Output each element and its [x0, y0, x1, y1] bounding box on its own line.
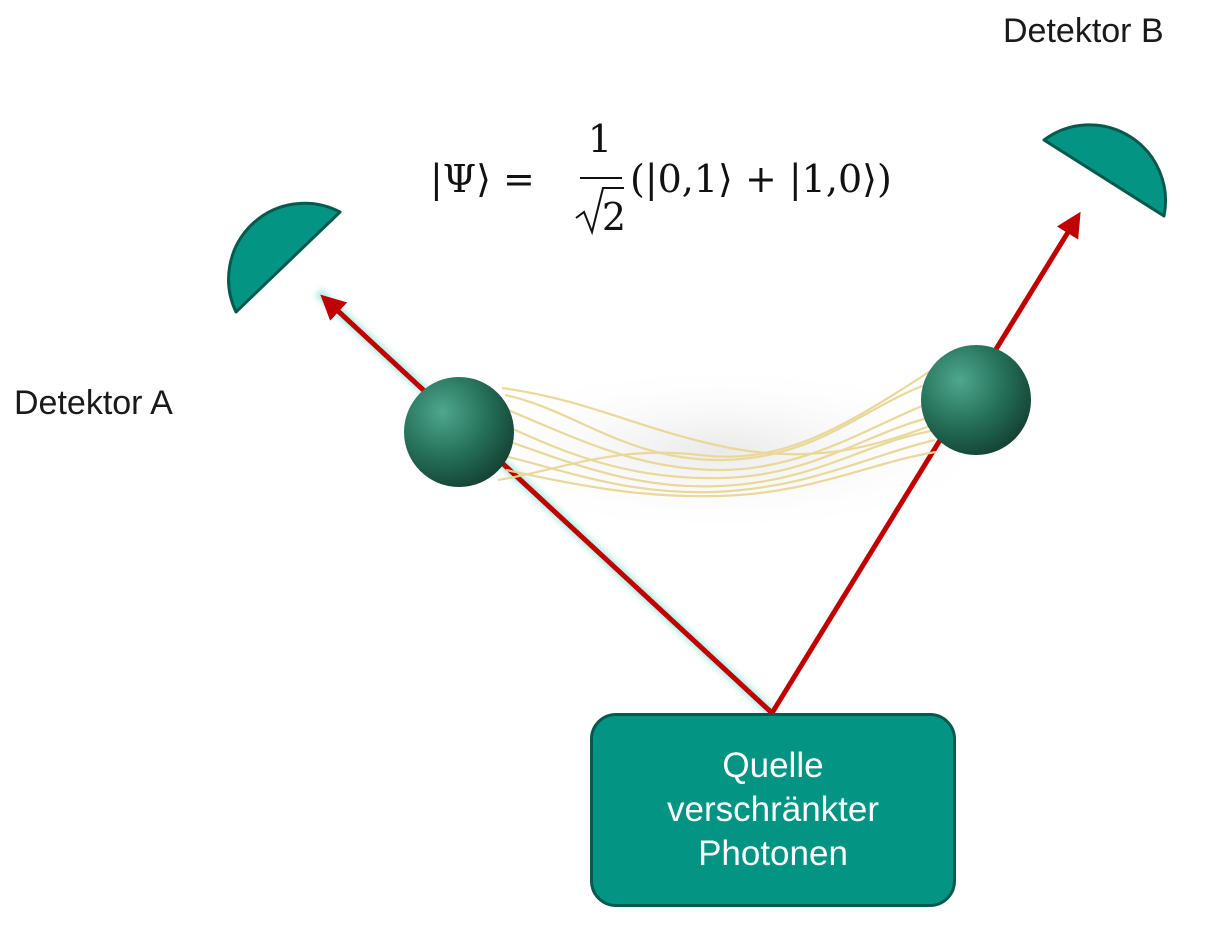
source-line-3: Photonen	[698, 834, 848, 873]
photon-a	[404, 377, 514, 487]
source-line-1: Quelle	[722, 746, 824, 785]
formula-rhs: (|0,1⟩ + |1,0⟩)	[630, 157, 892, 201]
beam-to-detector-b-arrow	[769, 211, 1081, 715]
source-line-2: verschränkter	[666, 790, 880, 829]
sqrt-sign	[575, 187, 624, 236]
formula-numerator: 1	[588, 117, 612, 161]
state-formula: |Ψ⟩ = 1 2 (|0,1⟩ + |1,0⟩)	[430, 117, 892, 239]
photon-b	[921, 345, 1031, 455]
entanglement-strings	[497, 369, 947, 498]
photon-source-box: Quelle verschränkter Photonen	[590, 713, 956, 907]
entanglement-haze	[430, 365, 1010, 535]
detector-a-label: Detektor A	[14, 384, 173, 422]
beam-to-detector-a-arrow	[320, 294, 774, 715]
formula-lhs: |Ψ⟩ =	[430, 157, 535, 201]
detector-b-label: Detektor B	[1003, 12, 1164, 50]
formula-denominator: 2	[602, 195, 626, 239]
detector-a-icon	[227, 201, 342, 314]
detector-b-icon	[1042, 123, 1168, 218]
